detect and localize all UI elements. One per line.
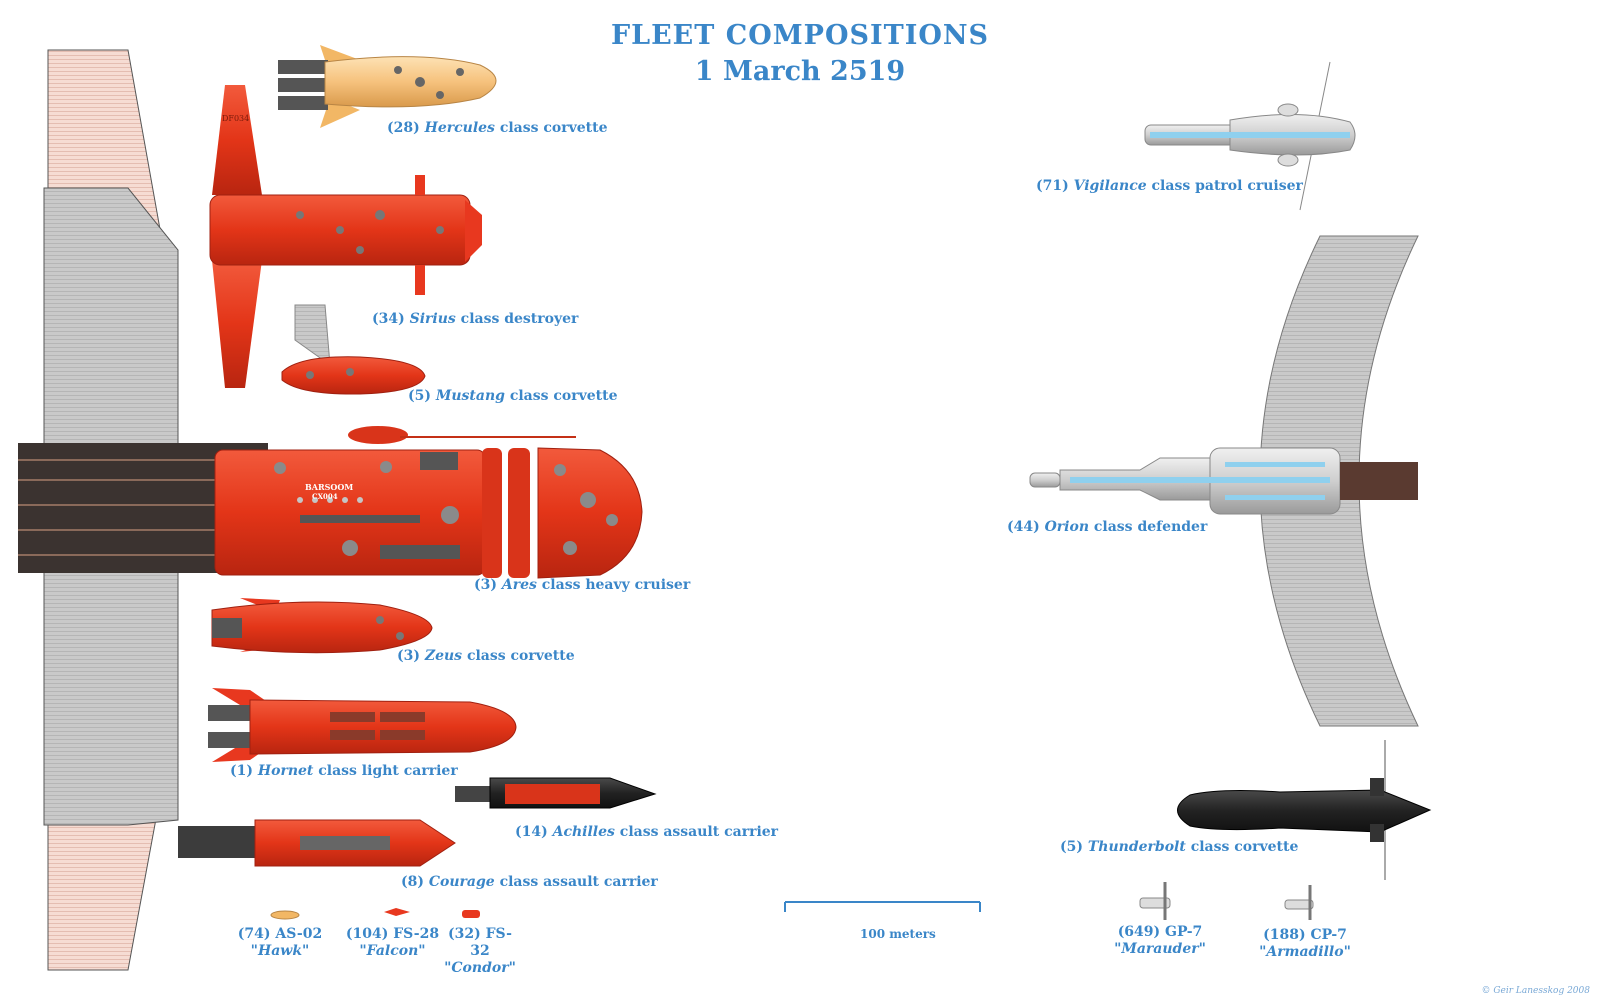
page-title: FLEET COMPOSITIONS [610, 20, 990, 51]
falcon-craft [384, 908, 410, 916]
hawk-craft [270, 910, 300, 920]
thunderbolt-ship [1177, 740, 1432, 880]
courage-ship [178, 819, 456, 867]
orion-ship [1029, 235, 1419, 727]
credit: © Geir Lanesskog 2008 [1481, 986, 1590, 996]
label-courage: (8) Courage class assault carrier [401, 874, 658, 890]
sirius-ship: DF034 [209, 85, 482, 388]
label-hornet: (1) Hornet class light carrier [230, 763, 458, 779]
scale-bar [784, 901, 981, 912]
label-falcon: (104) FS-28"Falcon" [345, 926, 440, 959]
page-subtitle: 1 March 2519 [694, 56, 906, 87]
zeus-ship [211, 598, 433, 654]
hornet-ship [208, 688, 517, 762]
label-hercules: (28) Hercules class corvette [387, 120, 608, 136]
vigilance-ship [1144, 61, 1356, 211]
label-vigilance: (71) Vigilance class patrol cruiser [1036, 178, 1303, 194]
sirius-hull-marking: DF034 [222, 114, 249, 123]
hercules-ship [278, 45, 497, 128]
mustang-ship [281, 304, 426, 395]
achilles-ship [455, 777, 657, 809]
label-condor: (32) FS-32"Condor" [444, 926, 516, 976]
label-orion: (44) Orion class defender [1007, 519, 1208, 535]
label-mustang: (5) Mustang class corvette [408, 388, 618, 404]
ares-hull-marking-2: CX004 [312, 492, 338, 501]
label-ares: (3) Ares class heavy cruiser [474, 577, 691, 593]
label-armadillo: (188) CP-7"Armadillo" [1259, 927, 1351, 960]
label-achilles: (14) Achilles class assault carrier [515, 824, 779, 840]
label-marauder: (649) GP-7"Marauder" [1114, 924, 1206, 957]
ares-hull-marking-1: BARSOOM [305, 482, 353, 492]
scale-label: 100 meters [860, 927, 936, 941]
ares-ship: BARSOOM CX004 [214, 426, 643, 579]
label-thunderbolt: (5) Thunderbolt class corvette [1060, 839, 1299, 855]
armadillo-craft [1284, 885, 1314, 920]
marauder-craft [1139, 882, 1171, 920]
label-zeus: (3) Zeus class corvette [397, 648, 575, 664]
condor-craft [462, 910, 480, 918]
label-sirius: (34) Sirius class destroyer [372, 311, 579, 327]
label-hawk: (74) AS-02"Hawk" [237, 926, 323, 959]
